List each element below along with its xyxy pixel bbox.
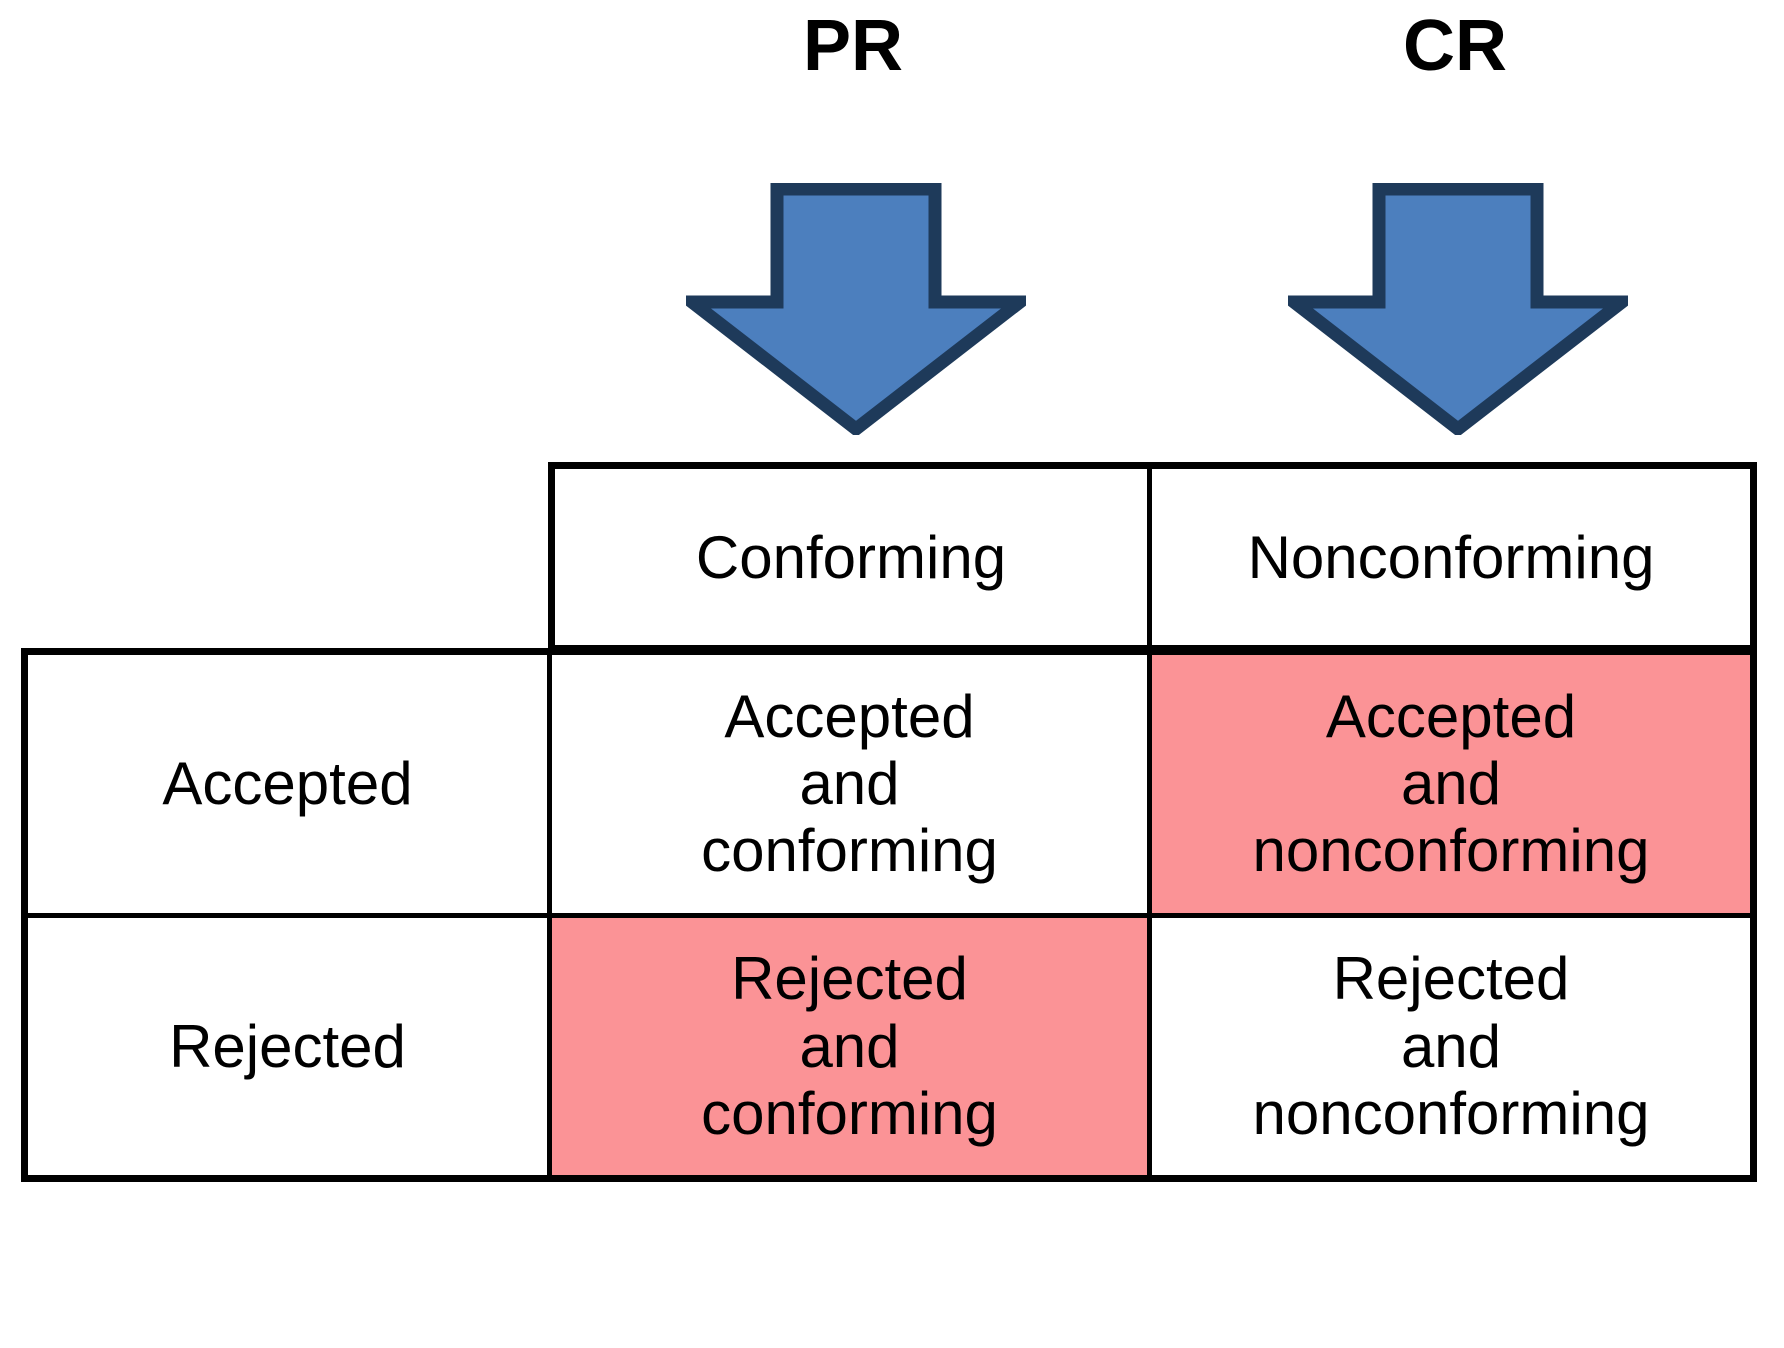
cell-line-2: and [1400,750,1502,818]
cell-line-2: and [799,750,900,818]
down-arrow-icon-cr [1288,183,1628,435]
cell-accepted-conforming: Accepted and conforming [552,655,1152,913]
column-tag-cr: CR [1403,6,1507,86]
cell-rejected-conforming: Rejected and conforming [552,917,1152,1175]
table-row-rejected: Rejected Rejected and conforming Rejecte… [28,917,1750,1175]
down-arrow-icon-pr [686,183,1026,435]
cell-line-2: and [1400,1012,1502,1080]
column-tag-pr: PR [802,6,904,86]
cell-line-3: nonconforming [1252,1079,1650,1147]
cell-text-stack: Rejected and conforming [701,945,998,1147]
cell-rejected-nonconforming: Rejected and nonconforming [1152,917,1750,1175]
cell-text-stack: Accepted and nonconforming [1253,683,1650,885]
cell-line-2: and [799,1012,900,1080]
cell-line-1: Rejected [731,945,968,1013]
cell-line-3: conforming [701,817,998,885]
cell-text-stack: Accepted and conforming [701,683,998,885]
cell-line-3: conforming [701,1079,998,1147]
cell-text-stack: Rejected and nonconforming [1253,945,1650,1147]
cell-accepted-nonconforming: Accepted and nonconforming [1152,655,1750,913]
column-header-conforming: Conforming [555,469,1152,645]
row-header-rejected: Rejected [28,917,552,1175]
row-header-accepted: Accepted [28,655,552,913]
column-header-nonconforming: Nonconforming [1152,469,1750,645]
cell-line-1: Rejected [1332,945,1570,1013]
table-column-header-row: Conforming Nonconforming [548,462,1757,652]
cell-line-1: Accepted [724,682,975,750]
cell-line-3: nonconforming [1252,817,1650,885]
cell-line-1: Accepted [1325,682,1577,750]
table-row-accepted: Accepted Accepted and conforming Accepte… [28,655,1750,918]
matrix-table: Accepted Accepted and conforming Accepte… [21,648,1757,1182]
